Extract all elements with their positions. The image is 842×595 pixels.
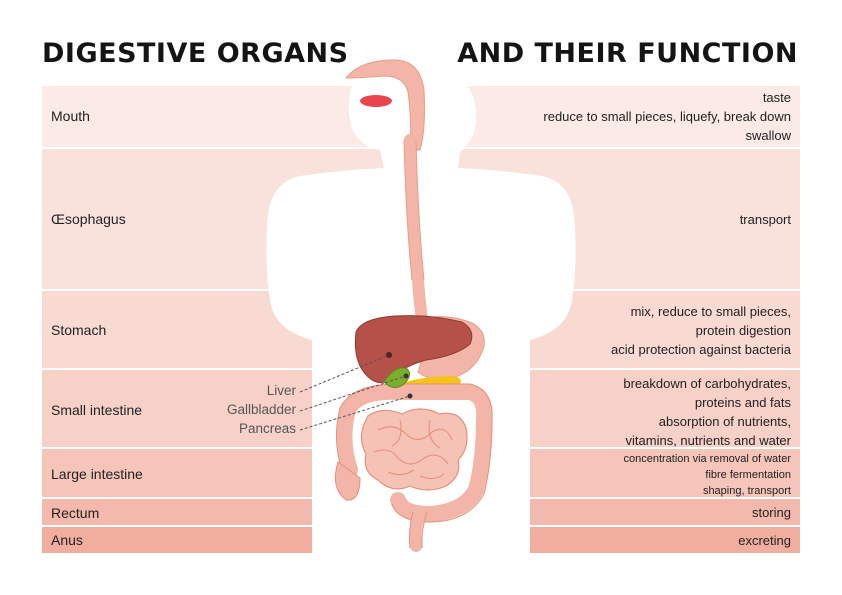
caecum — [334, 461, 361, 501]
liver-callout-line — [299, 354, 390, 393]
function-text: protein digestion — [695, 323, 791, 338]
organ-label-anus: Anus — [51, 532, 83, 548]
function-text: reduce to small pieces, liquefy, break d… — [543, 109, 791, 124]
gallbladder — [383, 367, 410, 388]
function-list-anus: excreting — [738, 531, 791, 550]
function-text: breakdown of carbohydrates, — [623, 376, 791, 391]
function-text: absorption of nutrients, — [658, 414, 791, 429]
function-list-oesophagus: transport — [740, 210, 791, 229]
organ-label-large-intestine: Large intestine — [51, 466, 143, 482]
function-list-stomach: mix, reduce to small pieces, protein dig… — [611, 302, 791, 359]
organ-label-rectum: Rectum — [51, 505, 100, 521]
large-intestine-outline — [336, 383, 493, 523]
function-text: excreting — [738, 533, 791, 548]
large-intestine — [336, 383, 493, 522]
function-text: swallow — [745, 128, 791, 143]
gallbladder-callout-line — [299, 375, 407, 412]
function-text: fibre fermentation — [705, 469, 791, 481]
function-text: mix, reduce to small pieces, — [630, 304, 791, 319]
function-text: taste — [762, 90, 791, 105]
rectum-outline — [408, 511, 428, 549]
function-text: storing — [751, 505, 791, 520]
function-text: concentration via removal of water — [623, 453, 791, 465]
organ-label-stomach: Stomach — [51, 322, 107, 338]
function-list-small-intestine: breakdown of carbohydrates, proteins and… — [623, 374, 791, 450]
rectum — [409, 506, 426, 552]
oesophagus-outline — [403, 139, 425, 281]
callout-gallbladder: Gallbladder — [226, 402, 296, 417]
function-text: shaping, transport — [702, 485, 791, 497]
function-list-large-intestine: concentration via removal of water fibre… — [623, 451, 791, 499]
tongue — [360, 95, 392, 107]
pancreas-callout-line — [299, 395, 411, 431]
function-text: transport — [739, 212, 791, 227]
small-intestine — [360, 408, 468, 491]
organ-label-oesophagus: Œsophagus — [51, 211, 126, 227]
function-text: proteins and fats — [694, 395, 791, 410]
function-text: acid protection against bacteria — [611, 342, 791, 357]
callout-pancreas: Pancreas — [238, 421, 296, 436]
organ-label-mouth: Mouth — [51, 108, 90, 124]
function-text: vitamins, nutrients and water — [625, 433, 791, 448]
oesophagus — [404, 134, 430, 336]
title-left: DIGESTIVE ORGANS — [42, 38, 349, 69]
liver — [354, 315, 473, 384]
small-intestine-folds — [373, 419, 453, 480]
function-list-mouth: taste reduce to small pieces, liquefy, b… — [543, 88, 791, 145]
organ-label-small-intestine: Small intestine — [51, 402, 143, 418]
title-right: AND THEIR FUNCTION — [457, 38, 798, 69]
function-list-rectum: storing — [752, 503, 791, 522]
callout-liver: Liver — [266, 383, 296, 398]
